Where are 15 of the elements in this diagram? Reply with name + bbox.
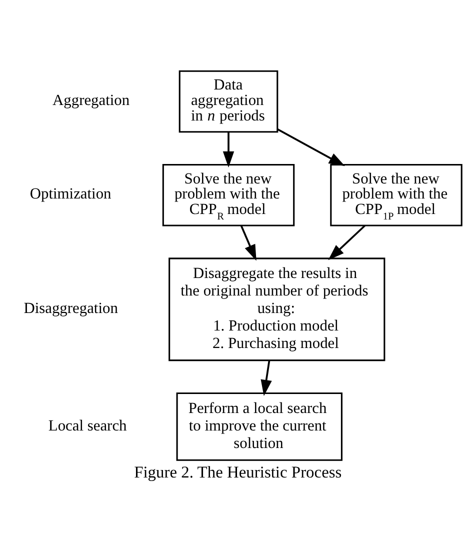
- label: Aggregation: [52, 92, 130, 110]
- label: Local search: [48, 417, 127, 434]
- caption: Figure 2. The Heuristic Process: [134, 462, 342, 482]
- label: Optimization: [30, 186, 112, 203]
- arrow: [260, 360, 272, 396]
- node-box: Disaggregate the results in the original number of periods using: 1. Production model 2. Purchasing model: [168, 258, 386, 362]
- arrow: [328, 224, 366, 260]
- arrow: [240, 225, 256, 261]
- arrow: [222, 132, 234, 168]
- node-box: Data aggregation in n periods: [178, 70, 278, 133]
- node-box: Solve the new problem with the CPP$_{R}$ model: [162, 164, 295, 226]
- node-box: Perform a local search to improve the current solution: [176, 392, 342, 461]
- node-box: Solve the new problem with the CPP$_{1P}$ model: [330, 164, 462, 226]
- arrow: [277, 128, 345, 166]
- label: Disaggregation: [24, 300, 118, 317]
